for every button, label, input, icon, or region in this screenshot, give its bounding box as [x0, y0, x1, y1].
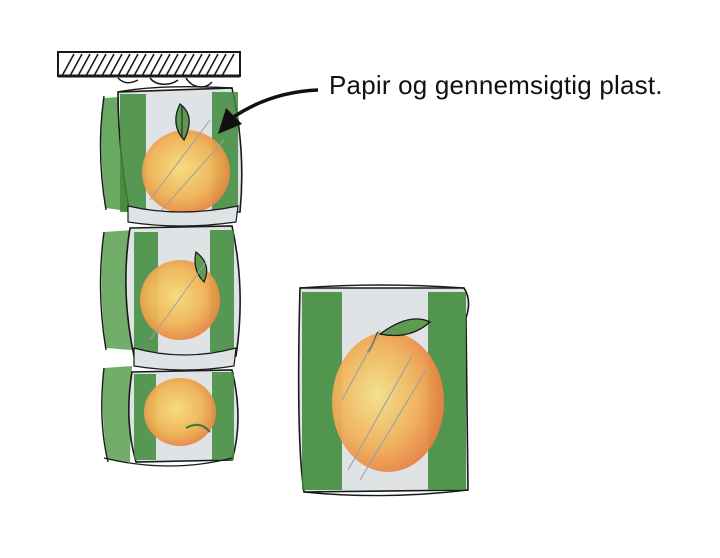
single-fruit-bag — [297, 284, 470, 497]
bag-middle — [125, 225, 241, 371]
bag-bottom — [103, 369, 239, 467]
ceiling-bar — [57, 51, 241, 78]
arrow-icon — [218, 88, 319, 134]
hanging-fruit-bags — [99, 77, 243, 467]
bag-top — [117, 85, 243, 227]
caption-text: Papir og gennemsigtig plast. — [329, 70, 663, 100]
